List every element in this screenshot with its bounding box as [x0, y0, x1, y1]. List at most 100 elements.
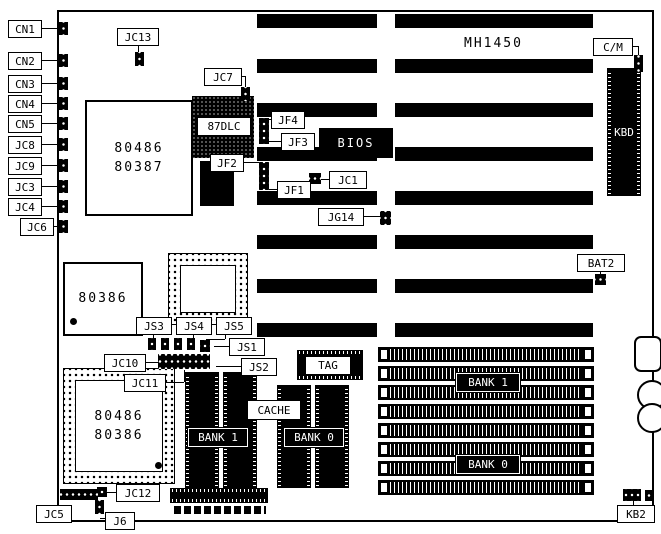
- leader-line: [40, 28, 57, 29]
- callout-jc12: JC12: [116, 484, 160, 502]
- edge-connector: [59, 220, 68, 233]
- callout-jc11: JC11: [124, 374, 166, 392]
- callout-jc10: JC10: [104, 354, 146, 372]
- callout-js1: JS1: [229, 338, 265, 356]
- isa-slot-segment: [257, 191, 377, 205]
- leader-line: [184, 370, 185, 382]
- leader-line: [40, 83, 57, 84]
- pga-socket: [168, 253, 248, 325]
- pin1-dot: [70, 318, 77, 325]
- leader-line: [193, 333, 194, 338]
- isa-slot-segment: [257, 14, 377, 28]
- edge-connector: [59, 77, 68, 90]
- isa-slot-segment: [395, 235, 593, 249]
- cpu-upper-line2: 80387: [114, 160, 164, 175]
- keyboard-controller-label: KBD: [614, 125, 634, 139]
- callout-jf4: JF4: [271, 111, 305, 129]
- cpu-386-label: 80386: [78, 291, 128, 307]
- leader-line: [106, 492, 116, 493]
- connector-jc5: [60, 489, 98, 500]
- cache-label: CACHE: [247, 400, 301, 420]
- leader-line: [206, 339, 225, 340]
- edge-connector: [59, 180, 68, 193]
- leader-line: [321, 179, 329, 180]
- isa-slot-segment: [257, 235, 377, 249]
- connector-bat2: [595, 274, 606, 285]
- cpu-socket-upper: 80486 80387: [85, 100, 193, 216]
- callout-jf3: JF3: [281, 133, 315, 151]
- leader-line: [57, 500, 58, 505]
- cpu-lower-line2: 80386: [94, 428, 144, 443]
- edge-connector: [59, 54, 68, 67]
- jumper-j6: [95, 500, 104, 514]
- isa-slot-segment: [395, 323, 593, 337]
- callout-jc8: JC8: [8, 136, 42, 154]
- leader-line: [138, 44, 139, 52]
- callout-cm: C/M: [593, 38, 633, 56]
- callout-jc5: JC5: [36, 505, 72, 523]
- callout-cn2: CN2: [8, 52, 42, 70]
- leader-line: [240, 76, 246, 77]
- leader-line: [40, 186, 57, 187]
- power-connector: [634, 336, 661, 372]
- leader-line: [269, 189, 277, 190]
- bios-label: BIOS: [337, 136, 375, 150]
- isa-slot-segment: [395, 103, 593, 117]
- simm-socket: [378, 385, 594, 400]
- connector-cm: [634, 55, 643, 72]
- edge-connector: [59, 138, 68, 151]
- callout-js5: JS5: [216, 317, 252, 335]
- jumper-jf-lower: [259, 162, 269, 190]
- callout-jf2: JF2: [210, 154, 244, 172]
- callout-cn4: CN4: [8, 95, 42, 113]
- simm-socket: [378, 423, 594, 438]
- leader-line: [144, 362, 158, 363]
- jumper-js: [200, 340, 210, 352]
- callout-jf1: JF1: [277, 181, 311, 199]
- leader-line: [633, 501, 634, 505]
- edge-connector: [59, 117, 68, 130]
- jumper-jc13: [135, 52, 144, 66]
- callout-kb2: KB2: [617, 505, 655, 523]
- isa-slot-segment: [257, 323, 377, 337]
- edge-connector: [59, 97, 68, 110]
- callout-js4: JS4: [176, 317, 212, 335]
- connector-kb2: [623, 489, 641, 501]
- leader-line: [164, 382, 184, 383]
- jumper-js: [187, 338, 195, 350]
- leader-line: [600, 270, 601, 274]
- leader-line: [242, 162, 259, 163]
- connector-kb2b: [645, 490, 653, 501]
- jumper-jf-upper: [259, 118, 269, 144]
- simm-socket: [378, 347, 594, 362]
- leader-line: [269, 141, 281, 142]
- component-row: [174, 506, 266, 514]
- edge-connector: [59, 159, 68, 172]
- bios-chip: [319, 128, 393, 158]
- memory-bank0-label: BANK 0: [455, 454, 521, 475]
- jumper-jg14: [380, 211, 391, 225]
- callout-cn3: CN3: [8, 75, 42, 93]
- callout-bat2: BAT2: [577, 254, 625, 272]
- leader-line: [266, 119, 272, 120]
- cpu-lower-line1: 80486: [94, 408, 144, 424]
- tag-label: TAG: [305, 356, 351, 375]
- board-model: MH1450: [464, 36, 523, 51]
- jumper-jc1: [309, 173, 321, 184]
- callout-j6: J6: [105, 512, 135, 530]
- pin1-dot: [155, 462, 162, 469]
- isa-slot-segment: [395, 279, 593, 293]
- leader-line: [40, 165, 57, 166]
- edge-connector: [59, 22, 68, 35]
- leader-line: [100, 518, 105, 519]
- leader-line: [225, 333, 226, 339]
- keyboard-din-connector: [637, 403, 661, 433]
- cpu-386-chip: 80386: [63, 262, 143, 336]
- cache-bank1-label: BANK 1: [187, 427, 249, 448]
- callout-jg14: JG14: [318, 208, 364, 226]
- callout-jc1: JC1: [329, 171, 367, 189]
- leader-line: [631, 46, 639, 47]
- cpu-upper-line1: 80486: [114, 140, 164, 156]
- leader-line: [40, 144, 57, 145]
